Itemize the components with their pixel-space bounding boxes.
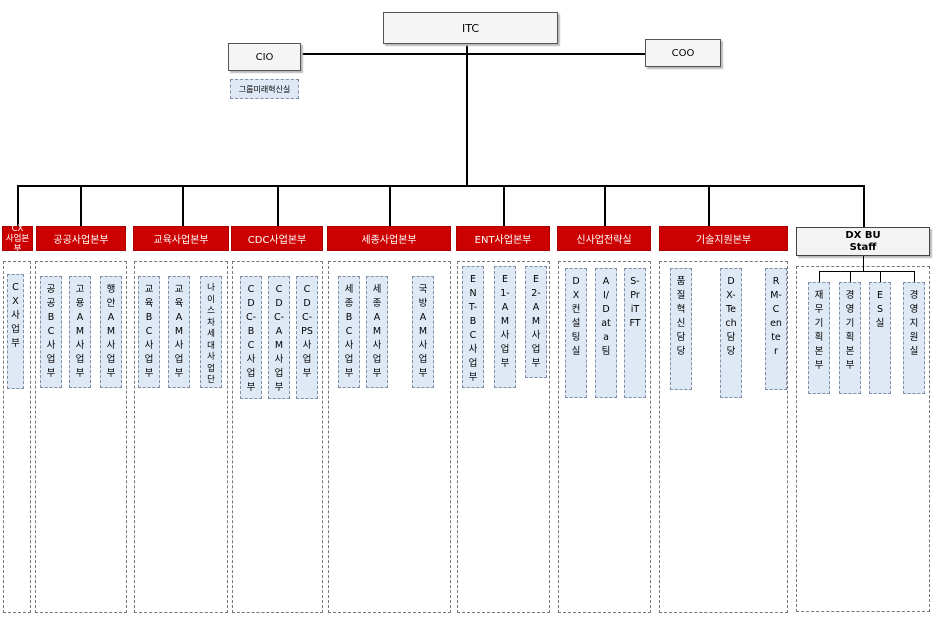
team-box: DX-Tech담당 — [720, 268, 742, 398]
team-box: CDC-AM사업부 — [268, 276, 290, 399]
drop-line-cx — [17, 185, 19, 226]
dxbu-drop-3 — [880, 271, 881, 283]
drop-line-public — [80, 185, 82, 226]
division-label: ENT사업본부 — [474, 235, 532, 246]
team-label: 세종BC사업부 — [344, 284, 354, 379]
itc-stem-line — [466, 44, 468, 186]
team-label: 경영기획본부 — [845, 290, 855, 371]
team-label: CDC-AM사업부 — [273, 284, 285, 393]
team-box: 재무기획본부 — [808, 282, 830, 394]
team-label: 고용AM사업부 — [75, 284, 85, 379]
team-box: 교육BC사업부 — [138, 276, 160, 388]
team-label: 국방AM사업부 — [418, 284, 428, 379]
team-box: 세종BC사업부 — [338, 276, 360, 388]
dxbu-bus-line — [819, 271, 914, 272]
team-label: DX컨설팅실 — [571, 276, 581, 357]
itc-box: ITC — [383, 12, 558, 44]
team-box: 고용AM사업부 — [69, 276, 91, 388]
division-label: 신사업전략실 — [576, 235, 632, 246]
cio-sub-label: 그룹미래혁신실 — [238, 84, 291, 94]
team-box: ENT-BC사업부 — [462, 266, 484, 388]
team-label: ENT-BC사업부 — [468, 274, 478, 383]
team-label: AI/Data팀 — [601, 276, 611, 357]
team-box: S-PriTFT — [624, 268, 646, 398]
drop-line-ent — [503, 185, 505, 226]
team-label: CDC-BC사업부 — [245, 284, 257, 393]
division-label: 세종사업본부 — [361, 235, 417, 246]
cio-label: CIO — [255, 51, 274, 63]
team-label: 행안AM사업부 — [106, 284, 116, 379]
dxbu-drop-2 — [850, 271, 851, 283]
division-header-public: 공공사업본부 — [36, 226, 126, 251]
drop-line-sejong — [389, 185, 391, 226]
team-label: DX-Tech담당 — [725, 276, 737, 357]
division-label: CDC사업본부 — [247, 235, 307, 246]
cio-sub-box: 그룹미래혁신실 — [230, 79, 299, 99]
team-label: ES실 — [875, 290, 885, 329]
coo-label: COO — [671, 47, 695, 59]
team-box: AI/Data팀 — [595, 268, 617, 398]
team-label: E2-AM사업부 — [531, 274, 541, 369]
division-header-newbiz: 신사업전략실 — [557, 226, 651, 251]
team-label: CX사업부 — [11, 282, 20, 349]
division-header-ent: ENT사업본부 — [456, 226, 550, 251]
team-label: 교육BC사업부 — [144, 284, 154, 379]
dxbu-drop-1 — [819, 271, 820, 283]
team-label: 교육AM사업부 — [174, 284, 184, 379]
itc-label: ITC — [462, 21, 479, 35]
exec-connector-line — [265, 53, 685, 55]
team-box: 나이스차세대사업단 — [200, 276, 222, 388]
team-box: RM-Center — [765, 268, 787, 390]
team-box: ES실 — [869, 282, 891, 394]
division-label: DX BU Staff — [845, 229, 881, 253]
dxbu-drop-4 — [914, 271, 915, 283]
coo-box: COO — [645, 39, 721, 67]
team-box: 세종AM사업부 — [366, 276, 388, 388]
division-bus-line — [17, 185, 865, 187]
drop-line-cdc — [277, 185, 279, 226]
drop-line-newbiz — [604, 185, 606, 226]
drop-line-tech — [708, 185, 710, 226]
team-label: RM-Center — [770, 276, 782, 357]
division-header-dxbu: DX BU Staff — [796, 227, 930, 256]
division-header-cdc: CDC사업본부 — [231, 226, 323, 251]
drop-line-dxbu — [863, 185, 865, 227]
drop-line-edu — [182, 185, 184, 226]
team-label: CDC-PS사업부 — [301, 284, 313, 379]
team-label: S-PriTFT — [629, 276, 641, 329]
team-label: 나이스차세대사업단 — [207, 283, 215, 385]
team-box: CDC-PS사업부 — [296, 276, 318, 399]
division-label: 교육사업본부 — [153, 235, 209, 246]
division-header-cx: CX 사업본부 — [2, 223, 33, 254]
division-label: 기술지원본부 — [695, 235, 752, 246]
team-box: CX사업부 — [7, 274, 24, 389]
team-label: E1-AM사업부 — [500, 274, 510, 369]
team-label: 재무기획본부 — [814, 290, 824, 371]
team-box: E1-AM사업부 — [494, 266, 516, 388]
division-header-sejong: 세종사업본부 — [327, 226, 451, 251]
team-box: 행안AM사업부 — [100, 276, 122, 388]
team-box: 경영기획본부 — [839, 282, 861, 394]
dxbu-stem-line — [863, 256, 864, 271]
division-header-tech: 기술지원본부 — [659, 226, 788, 251]
team-box: 품질혁신담당 — [670, 268, 692, 390]
team-box: CDC-BC사업부 — [240, 276, 262, 399]
team-box: 국방AM사업부 — [412, 276, 434, 388]
team-label: 공공BC사업부 — [46, 284, 56, 379]
team-box: 교육AM사업부 — [168, 276, 190, 388]
team-label: 품질혁신담당 — [676, 276, 686, 357]
team-label: 세종AM사업부 — [372, 284, 382, 379]
team-box: E2-AM사업부 — [525, 266, 547, 378]
cio-box: CIO — [228, 43, 301, 71]
division-header-edu: 교육사업본부 — [133, 226, 229, 251]
team-box: 공공BC사업부 — [40, 276, 62, 388]
team-box: 경영지원실 — [903, 282, 925, 394]
team-box: DX컨설팅실 — [565, 268, 587, 398]
division-label: CX 사업본부 — [5, 223, 30, 254]
division-label: 공공사업본부 — [53, 235, 109, 246]
team-label: 경영지원실 — [909, 290, 919, 357]
